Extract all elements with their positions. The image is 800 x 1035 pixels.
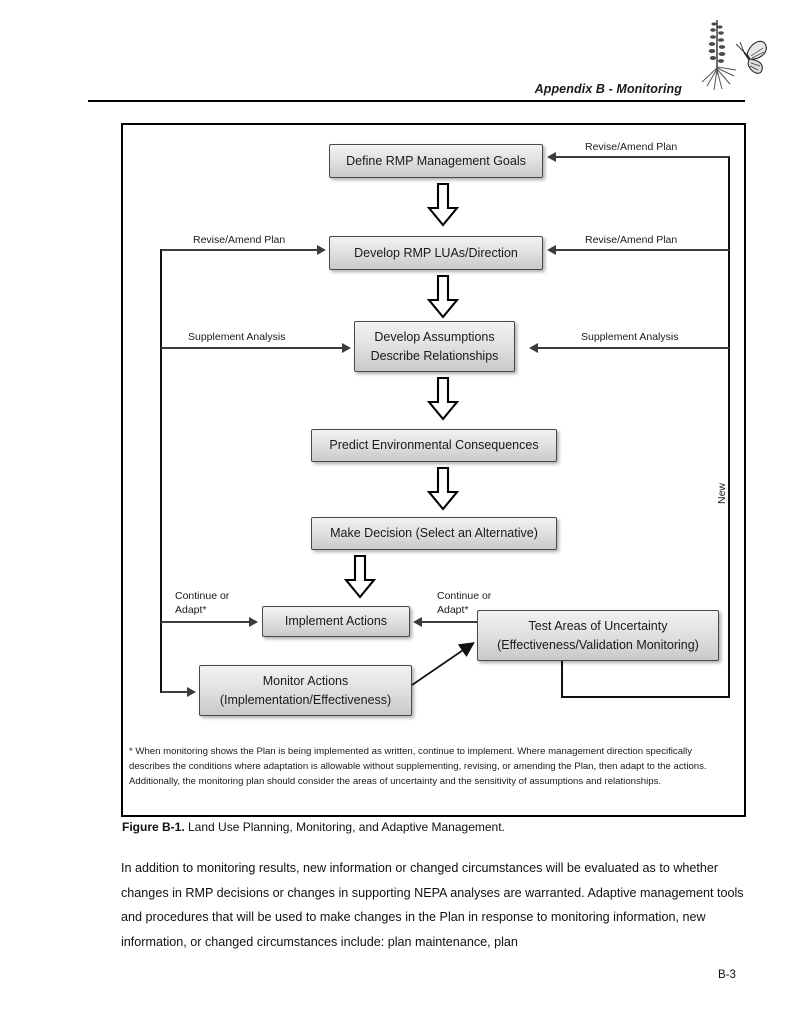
label-revise-amend-mid: Revise/Amend Plan — [585, 234, 678, 246]
flow-box-line: Develop Assumptions — [374, 330, 495, 345]
block-arrow-down-2 — [427, 275, 459, 319]
monitor-actions-inflow-arrowhead — [187, 687, 196, 697]
test-uncertainty-loop-riser — [561, 661, 564, 698]
flow-box-define-goals[interactable]: Define RMP Management Goals — [329, 144, 543, 178]
label-supplement-left: Supplement Analysis — [188, 331, 286, 343]
label-revise-amend-left: Revise/Amend Plan — [193, 234, 286, 246]
continue-adapt-left-arrowhead — [249, 617, 258, 627]
header-rule — [88, 100, 745, 102]
monitor-to-test-diagonal-arrow — [410, 636, 482, 688]
flow-box-make-decision[interactable]: Make Decision (Select an Alternative) — [311, 517, 557, 550]
label-continue-adapt-left-line2: Adapt* — [175, 604, 207, 617]
header-title: Appendix B - Monitoring — [534, 82, 682, 96]
flow-box-implement-actions[interactable]: Implement Actions — [262, 606, 410, 637]
right-return-line — [728, 156, 731, 698]
block-arrow-down-5 — [344, 555, 376, 599]
flow-box-monitor-actions[interactable]: Monitor Actions (Implementation/Effectiv… — [199, 665, 412, 716]
label-revise-amend-top: Revise/Amend Plan — [585, 141, 678, 153]
block-arrow-down-3 — [427, 377, 459, 421]
label-new-vertical: New — [716, 482, 728, 504]
monitor-actions-inflow-line — [161, 691, 188, 693]
figure-footnote: * When monitoring shows the Plan is bein… — [129, 746, 707, 788]
test-uncertainty-loop-run — [561, 696, 730, 699]
revise-amend-left-line — [161, 249, 318, 251]
supplement-right-arrowhead — [529, 343, 538, 353]
butterfly-on-flower-illustration-icon — [690, 12, 768, 98]
label-supplement-right: Supplement Analysis — [581, 331, 679, 343]
continue-adapt-left-line — [161, 621, 250, 623]
figure-caption-label: Figure B-1. — [122, 820, 185, 834]
label-continue-adapt-right-line1: Continue or — [437, 590, 492, 602]
left-feed-line — [160, 249, 163, 693]
body-paragraph: In addition to monitoring results, new i… — [121, 861, 744, 949]
label-continue-adapt-right: Continue or Adapt* — [437, 589, 491, 617]
flow-box-line: (Implementation/Effectiveness) — [219, 692, 392, 707]
revise-amend-top-line — [556, 156, 729, 158]
flow-box-line: Develop RMP LUAs/Direction — [354, 245, 518, 260]
revise-amend-mid-line — [556, 249, 729, 251]
page-number: B-3 — [718, 969, 736, 981]
flow-box-line: Predict Environmental Consequences — [329, 438, 539, 453]
figure-caption-text: Land Use Planning, Monitoring, and Adapt… — [184, 820, 505, 834]
label-continue-adapt-left: Continue or Adapt* — [175, 589, 229, 617]
label-continue-adapt-left-line1: Continue or — [175, 590, 230, 602]
block-arrow-down-1 — [427, 183, 459, 227]
flow-box-line: Monitor Actions — [262, 674, 349, 689]
flow-box-line: Make Decision (Select an Alternative) — [330, 526, 538, 541]
supplement-right-line — [538, 347, 729, 349]
supplement-left-arrowhead — [342, 343, 351, 353]
continue-adapt-right-line — [422, 621, 478, 623]
label-continue-adapt-right-line2: Adapt* — [437, 604, 469, 617]
flow-box-line: Describe Relationships — [370, 348, 499, 363]
continue-adapt-right-arrowhead — [413, 617, 422, 627]
revise-amend-mid-arrowhead — [547, 245, 556, 255]
flow-box-line: (Effectiveness/Validation Monitoring) — [497, 637, 699, 652]
block-arrow-down-4 — [427, 467, 459, 511]
revise-amend-top-arrowhead — [547, 152, 556, 162]
flow-box-develop-assumptions[interactable]: Develop Assumptions Describe Relationshi… — [354, 321, 515, 372]
figure-caption: Figure B-1. Land Use Planning, Monitorin… — [122, 820, 762, 834]
revise-amend-left-arrowhead — [317, 245, 326, 255]
flow-box-predict-consequences[interactable]: Predict Environmental Consequences — [311, 429, 557, 462]
flow-box-line: Define RMP Management Goals — [346, 153, 526, 168]
flow-box-line: Test Areas of Uncertainty — [528, 619, 668, 634]
flow-box-test-uncertainty[interactable]: Test Areas of Uncertainty (Effectiveness… — [477, 610, 719, 661]
supplement-left-line — [161, 347, 343, 349]
flow-box-line: Implement Actions — [284, 614, 388, 629]
flow-box-develop-luas[interactable]: Develop RMP LUAs/Direction — [329, 236, 543, 270]
